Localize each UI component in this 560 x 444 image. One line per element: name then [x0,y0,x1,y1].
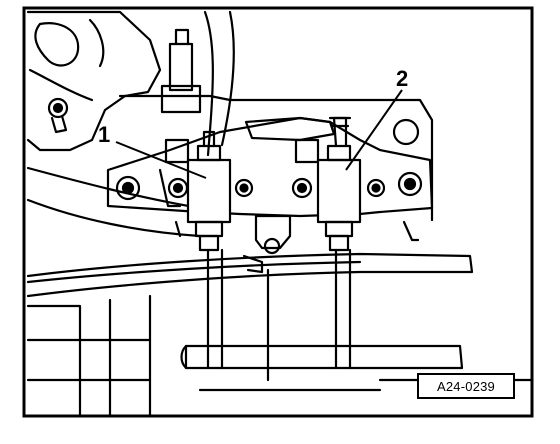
engine-drawing [26,10,534,418]
reference-box [417,373,515,399]
reference-code: A24-0239 [437,379,495,394]
callout-leader-1 [115,141,207,179]
callout-label-2: 2 [396,66,408,91]
callout-label-1: 1 [98,122,110,147]
callout-leader-2 [345,89,403,171]
figure-frame [22,6,534,418]
